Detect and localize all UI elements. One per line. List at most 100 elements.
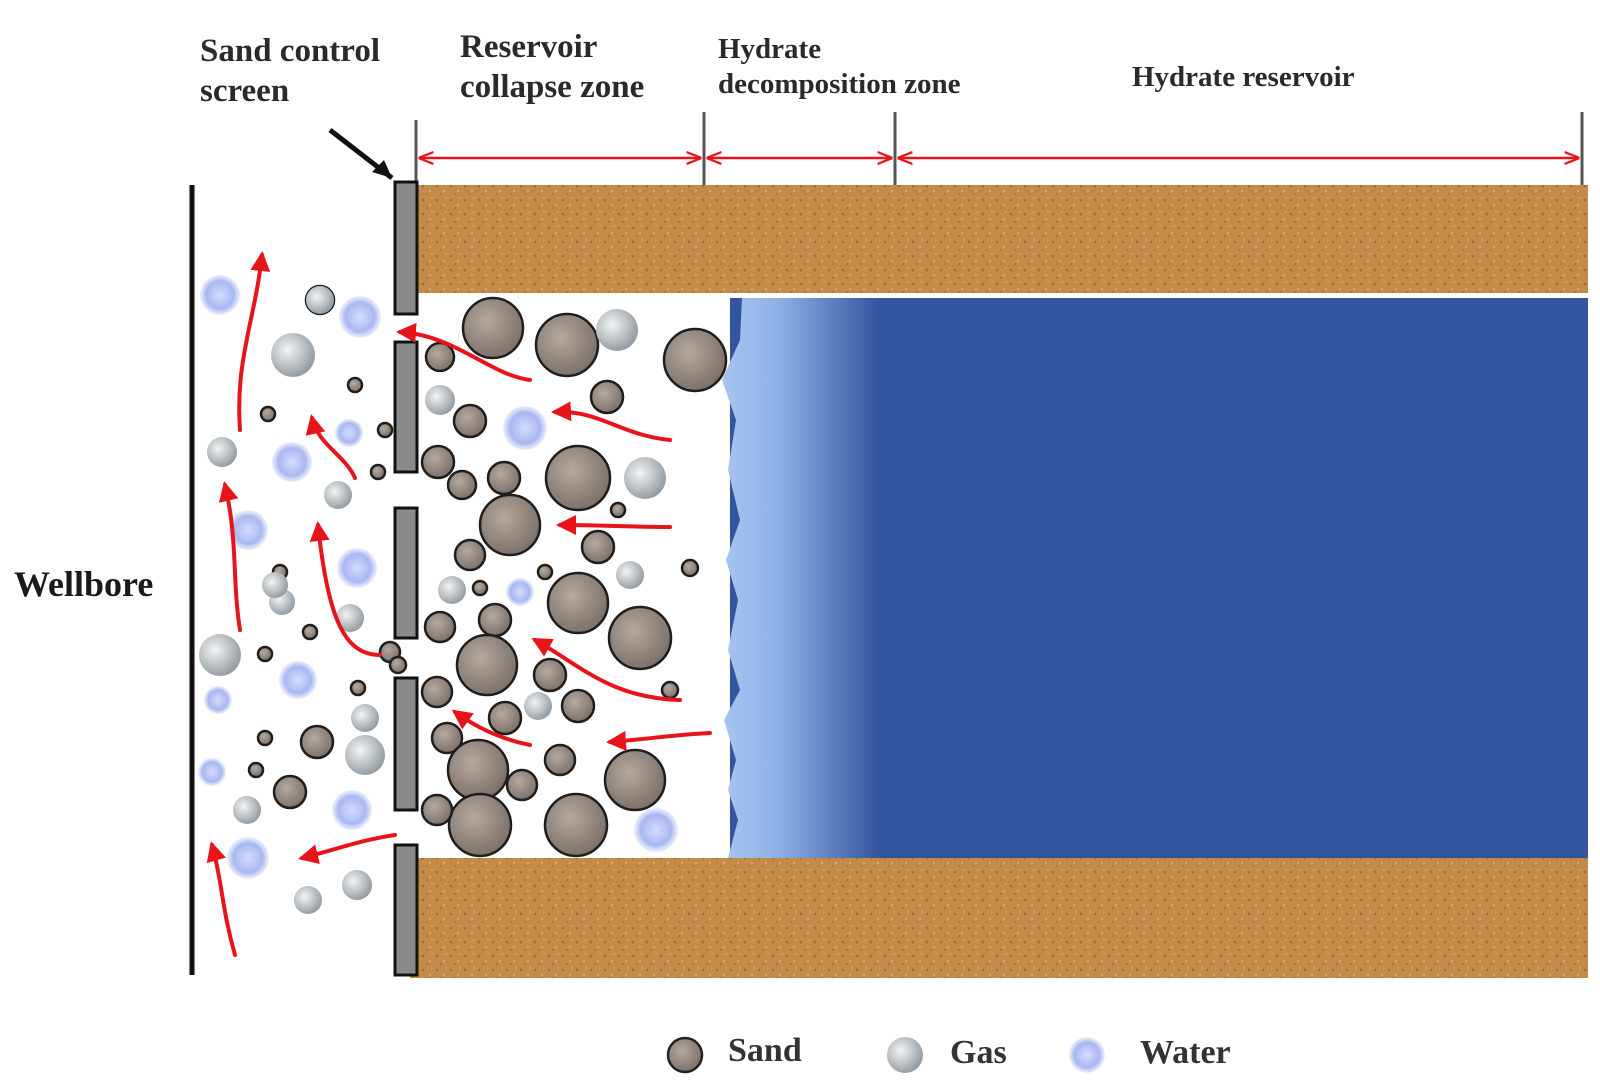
sand-particle: [544, 444, 612, 512]
sand-particle: [477, 602, 513, 638]
gas-bubble: [199, 634, 241, 676]
sand-particle: [420, 444, 456, 480]
water-droplet: [337, 548, 377, 588]
sand-particle: [453, 538, 487, 572]
sand-particle: [256, 729, 274, 747]
sand-particle: [680, 558, 700, 578]
particle-field: [198, 275, 728, 914]
gas-bubble: [345, 735, 385, 775]
water-droplet: [227, 837, 269, 879]
gas-bubble: [438, 576, 466, 604]
water-droplet: [198, 758, 226, 786]
gas-bubble: [336, 604, 364, 632]
sand-particle: [478, 493, 542, 557]
screen-label-line-2: screen: [200, 72, 290, 109]
zone-dimension-line: [414, 112, 1584, 185]
screen-label-line-1: Sand control: [200, 33, 381, 69]
sand-particle: [301, 623, 319, 641]
sand-particle: [536, 563, 554, 581]
legend-gas-label: Gas: [950, 1034, 1007, 1071]
legend-water-label: Water: [1140, 1034, 1231, 1071]
sand-control-screen: [393, 180, 419, 977]
sand-particle: [247, 761, 265, 779]
legend-icons: [666, 1036, 1105, 1074]
collapse-label-line-1: Reservoir: [460, 29, 598, 65]
gas-bubble: [207, 437, 237, 467]
sand-particle: [376, 421, 394, 439]
gas-bubble: [306, 286, 334, 314]
sand-particle: [532, 657, 568, 693]
wellbore-label: Wellbore: [14, 564, 154, 604]
sand-particle: [299, 724, 335, 760]
sand-particle: [369, 463, 387, 481]
sand-particle: [580, 529, 616, 565]
gas-bubble: [624, 457, 666, 499]
water-droplet: [506, 578, 534, 606]
gas-bubble: [262, 572, 288, 598]
collapse-zone-label: Reservoir collapse zone: [460, 28, 644, 107]
sand-particle: [662, 327, 728, 393]
water-droplet: [200, 275, 240, 315]
gas-bubble: [596, 309, 638, 351]
sand-particle: [346, 376, 364, 394]
sand-particle: [607, 605, 673, 671]
decomposition-zone-label: Hydrate decomposition zone: [718, 32, 960, 102]
water-droplet: [634, 808, 678, 852]
sand-particle: [455, 633, 519, 697]
gas-bubble: [233, 796, 261, 824]
water-droplet: [228, 510, 268, 550]
decomposition-label-line-1: Hydrate: [718, 33, 822, 65]
water-droplet: [503, 406, 547, 450]
sand-particle: [420, 793, 454, 827]
water-droplet: [279, 661, 317, 699]
sand-particle: [256, 645, 274, 663]
sand-particle: [430, 721, 464, 755]
lower-sediment-layer: [410, 858, 1588, 978]
gas-bubble: [616, 561, 644, 589]
water-droplet: [339, 296, 381, 338]
sand-particle: [486, 460, 522, 496]
sand-particle: [388, 655, 408, 675]
sand-particle: [534, 312, 600, 378]
gas-bubble: [342, 870, 372, 900]
sand-particle: [272, 774, 308, 810]
hydrate-reservoir-label: Hydrate reservoir: [1132, 61, 1355, 93]
sand-particle: [446, 738, 510, 802]
collapse-label-line-2: collapse zone: [460, 68, 645, 105]
sand-particle: [471, 579, 489, 597]
water-droplet-icon: [1069, 1037, 1105, 1073]
gas-bubble: [324, 481, 352, 509]
gas-bubble: [425, 385, 455, 415]
water-droplet: [332, 790, 372, 830]
sand-control-screen-label: Sand control screen: [200, 32, 380, 111]
sand-particle: [609, 501, 627, 519]
sand-particle: [505, 768, 539, 802]
gas-bubble: [524, 692, 552, 720]
flow-arrows: [206, 251, 712, 957]
water-droplet: [204, 686, 232, 714]
sand-particle: [423, 610, 457, 644]
sand-particle: [603, 748, 667, 812]
sand-particle: [461, 296, 525, 360]
gas-bubble: [351, 704, 379, 732]
sand-particle: [543, 743, 577, 777]
sand-particle: [446, 469, 478, 501]
sand-particle: [589, 379, 625, 415]
gas-bubble: [294, 886, 322, 914]
sand-particle: [452, 403, 488, 439]
upper-sediment-layer: [410, 185, 1588, 293]
water-droplet: [272, 442, 312, 482]
sand-particle: [420, 675, 454, 709]
sand-particle: [349, 679, 367, 697]
sand-particle: [543, 792, 609, 858]
sand-particle: [487, 700, 523, 736]
sand-particle: [560, 688, 596, 724]
legend-sand-label: Sand: [728, 1032, 802, 1069]
sand-particle-icon: [666, 1036, 704, 1074]
gas-bubble: [271, 333, 315, 377]
decomposition-zone: [722, 298, 880, 858]
water-droplet: [335, 419, 363, 447]
gas-bubble-icon: [887, 1037, 923, 1073]
sand-particle: [546, 571, 610, 635]
